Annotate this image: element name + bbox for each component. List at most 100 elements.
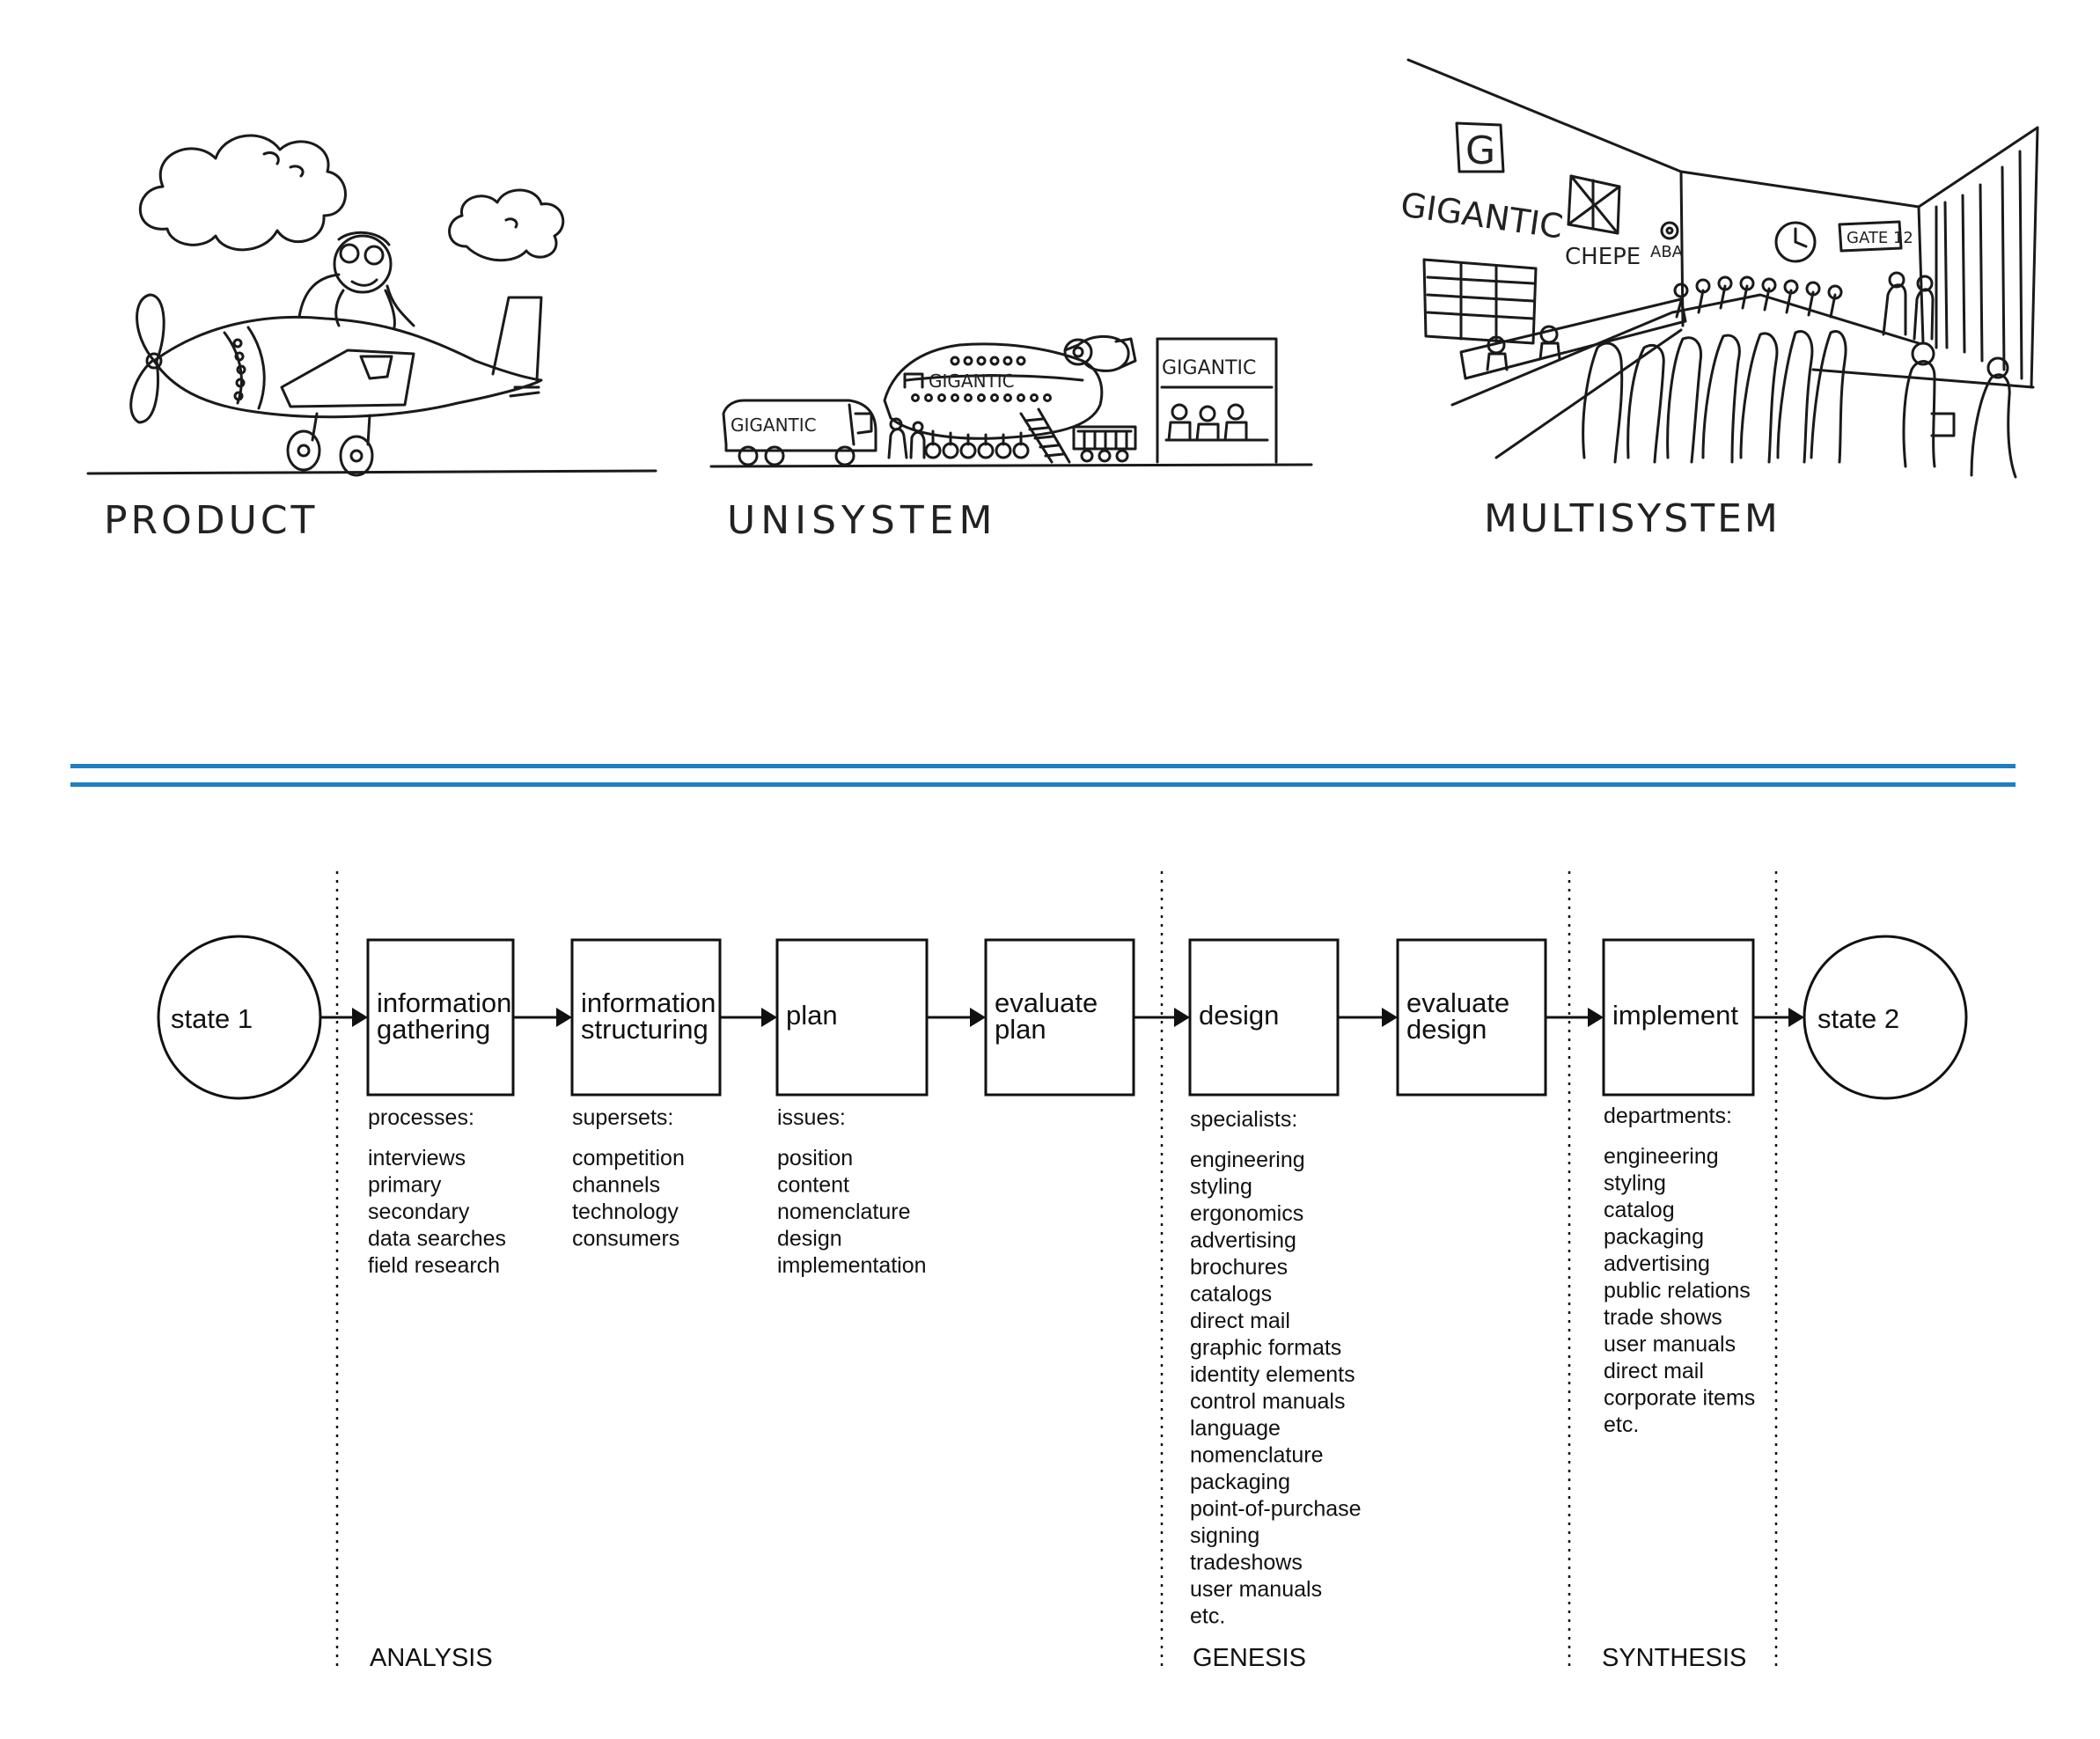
list-item: content xyxy=(777,1173,849,1198)
list-item: engineering xyxy=(1190,1148,1305,1172)
gate-sign: GATE 12 xyxy=(1847,229,1913,247)
counter-chepe: CHEPE xyxy=(1565,244,1641,270)
list-item: user manuals xyxy=(1604,1332,1736,1357)
state-end-label: state 2 xyxy=(1817,1003,1899,1034)
list-item: nomenclature xyxy=(777,1200,910,1224)
logo-icon xyxy=(1455,121,1505,173)
process-step-label: evaluate xyxy=(995,987,1098,1018)
list-item: ergonomics xyxy=(1190,1201,1303,1226)
list-item: control manuals xyxy=(1190,1390,1345,1414)
list-item: field research xyxy=(368,1253,500,1278)
wheel-icon xyxy=(286,429,321,472)
list-item: packaging xyxy=(1190,1470,1290,1494)
list-item: brochures xyxy=(1190,1255,1288,1280)
clock-icon xyxy=(1774,221,1817,263)
airplane-icon xyxy=(883,342,1104,440)
list-item: interviews xyxy=(368,1146,466,1170)
list-item: packaging xyxy=(1604,1225,1704,1250)
list-item: nomenclature xyxy=(1190,1443,1323,1468)
truck-sign: GIGANTIC xyxy=(731,415,817,436)
counter-aba: ABA xyxy=(1650,243,1684,261)
arrowhead-icon xyxy=(1788,1008,1804,1027)
arrowhead-icon xyxy=(970,1008,986,1027)
list-item: trade shows xyxy=(1604,1305,1722,1330)
list-item: styling xyxy=(1604,1171,1666,1196)
list-item: etc. xyxy=(1190,1604,1225,1629)
stage-label: SYNTHESIS xyxy=(1602,1644,1746,1672)
process-step-label: plan xyxy=(995,1014,1046,1045)
list-item: styling xyxy=(1190,1175,1252,1200)
state-start-label: state 1 xyxy=(171,1003,253,1034)
list-item: language xyxy=(1190,1416,1281,1441)
product-caption: PRODUCT xyxy=(104,498,318,543)
airplane-icon xyxy=(152,315,543,419)
list-item: technology xyxy=(572,1200,679,1224)
arrowhead-icon xyxy=(1588,1008,1604,1027)
process-step-label: structuring xyxy=(581,1014,709,1045)
product-illustration xyxy=(86,134,657,477)
stage-label: ANALYSIS xyxy=(370,1644,493,1672)
list-item: direct mail xyxy=(1190,1309,1290,1333)
list-heading: issues: xyxy=(777,1105,846,1130)
list-item: design xyxy=(777,1227,842,1251)
arrowhead-icon xyxy=(1174,1008,1190,1027)
cloud-icon xyxy=(448,188,565,262)
list-item: etc. xyxy=(1604,1412,1639,1437)
wheel-icon xyxy=(339,435,374,477)
store-icon xyxy=(1156,337,1278,464)
terminal-logo-letter: G xyxy=(1465,128,1495,173)
list-item: secondary xyxy=(368,1200,470,1224)
list-item: advertising xyxy=(1604,1251,1710,1276)
list-item: competition xyxy=(572,1146,685,1170)
process-step-label: gathering xyxy=(377,1014,490,1045)
section-divider xyxy=(70,764,2016,787)
multisystem-caption: MULTISYSTEM xyxy=(1484,496,1781,541)
list-item: catalog xyxy=(1604,1198,1675,1222)
process-step-label: design xyxy=(1199,1000,1279,1031)
cloud-icon xyxy=(138,134,347,252)
list-heading: supersets: xyxy=(572,1105,673,1130)
terminal-brand: GIGANTIC xyxy=(1399,185,1566,246)
arrowhead-icon xyxy=(761,1008,777,1027)
list-item: channels xyxy=(572,1173,660,1198)
propeller-icon xyxy=(136,293,165,363)
process-step-label: implement xyxy=(1612,1000,1738,1031)
list-item: user manuals xyxy=(1190,1577,1322,1602)
list-item: data searches xyxy=(368,1227,506,1251)
unisystem-illustration: GIGANTIC GIGANTIC xyxy=(709,335,1313,468)
list-item: implementation xyxy=(777,1253,927,1278)
list-heading: specialists: xyxy=(1190,1107,1297,1132)
process-step-label: design xyxy=(1406,1014,1487,1045)
pilot-head xyxy=(333,234,393,294)
list-item: position xyxy=(777,1146,853,1170)
list-heading: departments: xyxy=(1604,1104,1732,1128)
truck-icon xyxy=(722,399,877,452)
list-item: identity elements xyxy=(1190,1362,1355,1387)
list-item: direct mail xyxy=(1604,1359,1704,1383)
list-item: corporate items xyxy=(1604,1386,1755,1411)
list-item: consumers xyxy=(572,1227,679,1251)
list-item: catalogs xyxy=(1190,1282,1272,1307)
list-item: graphic formats xyxy=(1190,1336,1341,1361)
list-item: engineering xyxy=(1604,1144,1719,1169)
list-item: signing xyxy=(1190,1523,1259,1548)
process-step-label: evaluate xyxy=(1406,987,1509,1018)
process-step-label: information xyxy=(377,987,511,1018)
process-step-label: information xyxy=(581,987,716,1018)
plane-sign: GIGANTIC xyxy=(929,371,1015,392)
unisystem-caption: UNISYSTEM xyxy=(727,498,997,543)
list-heading: processes: xyxy=(368,1105,474,1130)
arrowhead-icon xyxy=(1382,1008,1398,1027)
multisystem-illustration: G GIGANTIC CHEPE ABA GATE 12 xyxy=(1399,58,2039,479)
list-item: point-of-purchase xyxy=(1190,1497,1362,1522)
process-step-label: plan xyxy=(786,1000,838,1031)
store-sign: GIGANTIC xyxy=(1162,357,1256,379)
stage-label: GENESIS xyxy=(1193,1644,1306,1672)
list-item: public relations xyxy=(1604,1279,1751,1303)
list-item: advertising xyxy=(1190,1229,1296,1253)
arrowhead-icon xyxy=(352,1008,368,1027)
list-item: tradeshows xyxy=(1190,1551,1303,1575)
list-item: primary xyxy=(368,1173,442,1198)
